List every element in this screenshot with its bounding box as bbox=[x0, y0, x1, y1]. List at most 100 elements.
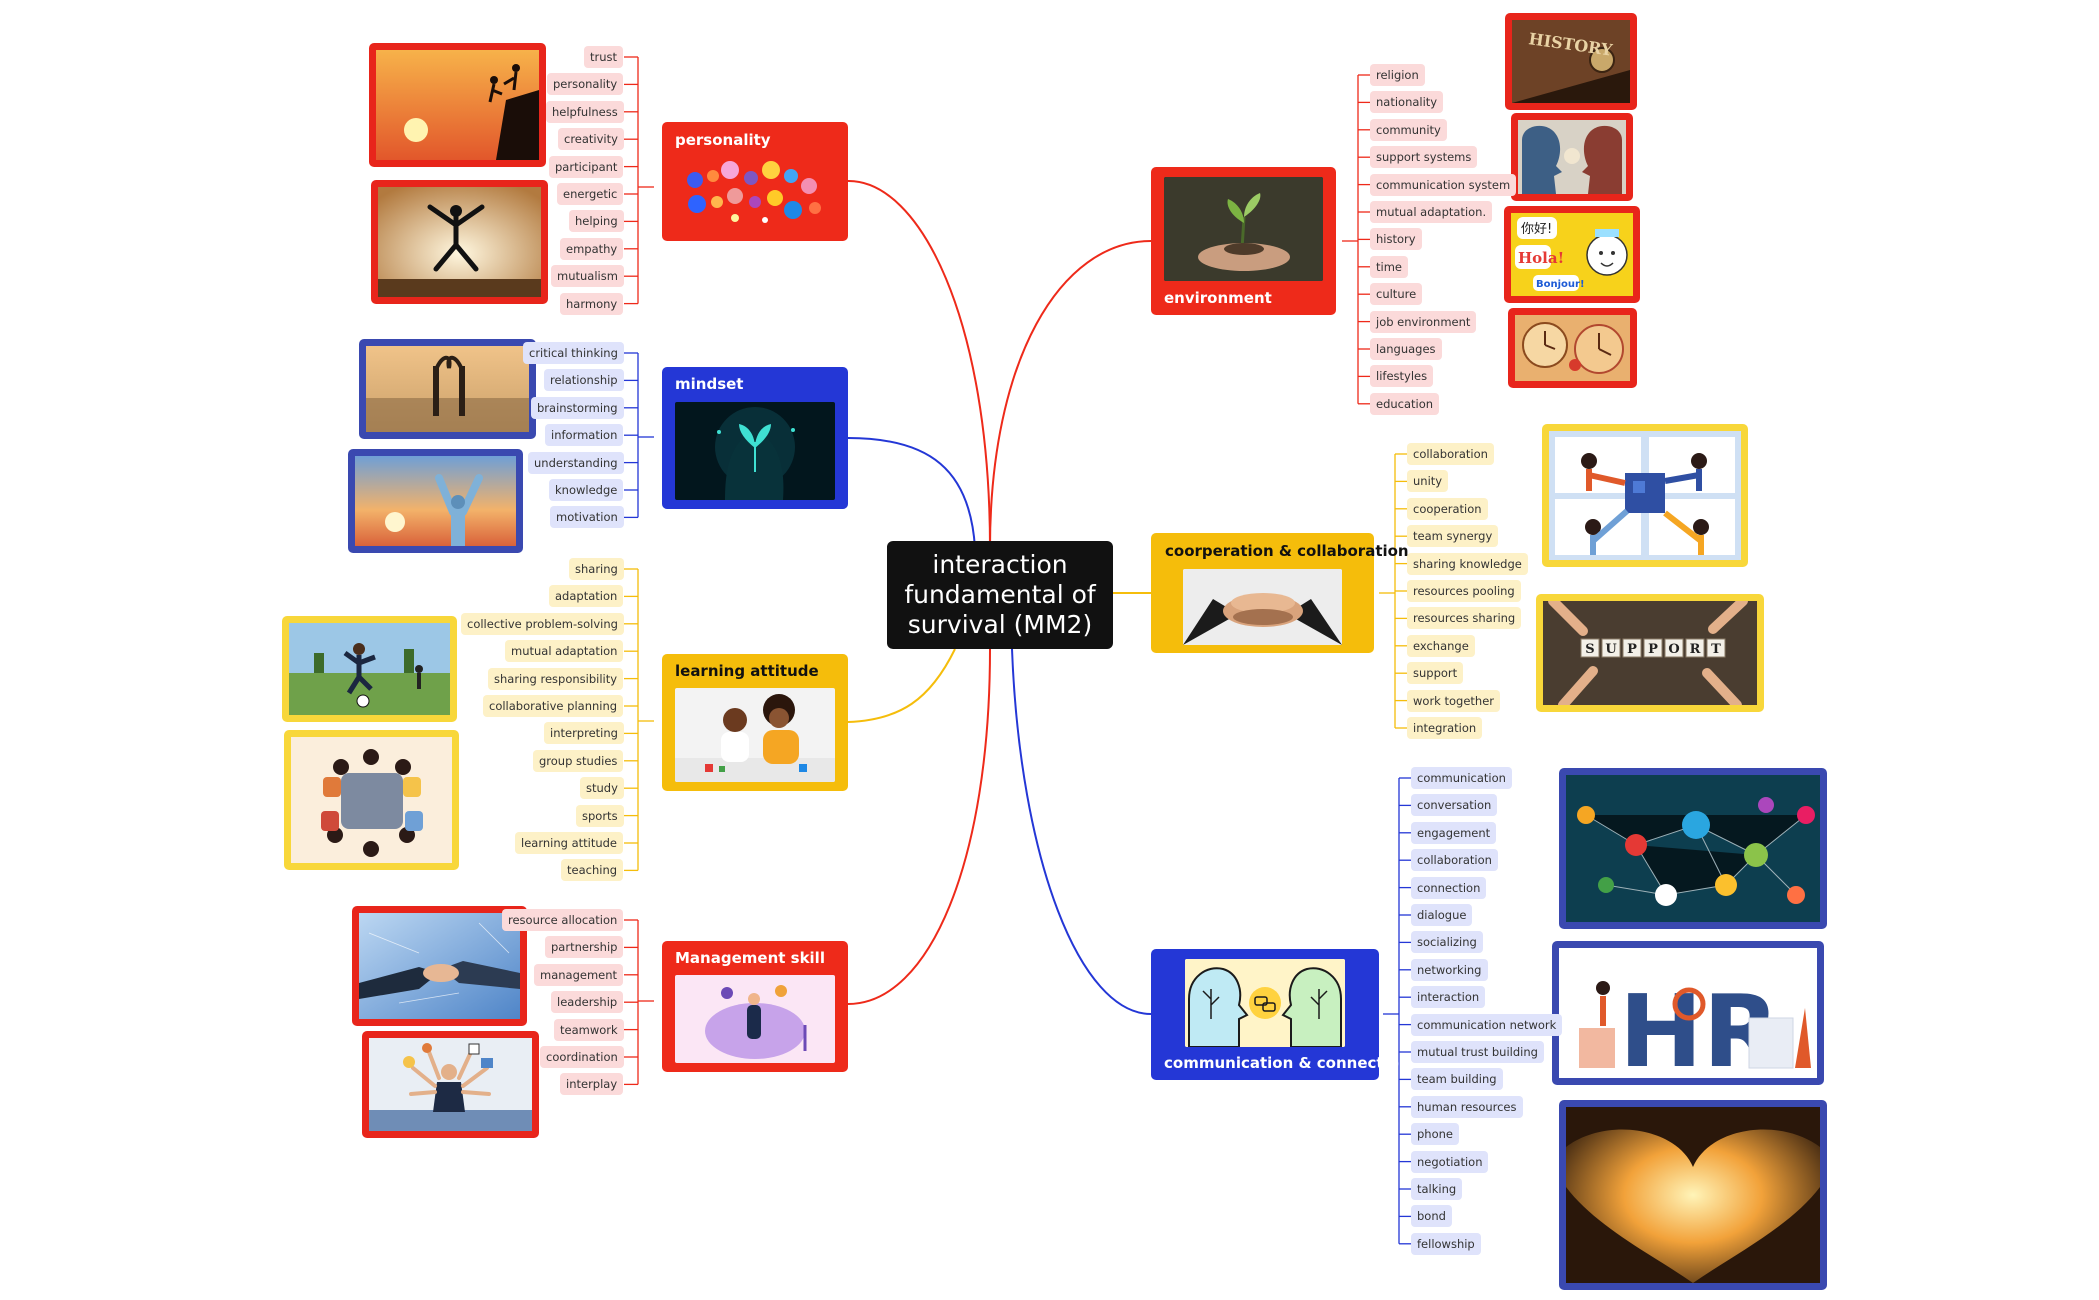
topic-pill-environment[interactable]: mutual adaptation. bbox=[1370, 201, 1493, 223]
topic-pill-communication[interactable]: mutual trust building bbox=[1411, 1041, 1544, 1063]
topic-pill-mindset[interactable]: information bbox=[545, 424, 624, 447]
topic-pill-personality[interactable]: mutualism bbox=[551, 265, 624, 288]
topic-pill-environment[interactable]: languages bbox=[1370, 338, 1442, 360]
topic-pill-communication[interactable]: human resources bbox=[1411, 1095, 1523, 1118]
topic-pill-communication[interactable]: collaboration bbox=[1411, 849, 1498, 872]
topic-pill-communication[interactable]: communication bbox=[1411, 767, 1512, 789]
topic-pill-cooperation[interactable]: integration bbox=[1407, 717, 1483, 739]
topic-pill-cooperation[interactable]: work together bbox=[1407, 689, 1501, 712]
topic-pill-environment[interactable]: history bbox=[1370, 228, 1422, 251]
letter-block bbox=[1580, 638, 1600, 658]
topic-pill-environment[interactable]: communication system bbox=[1370, 173, 1517, 196]
topic-pill-communication[interactable]: conversation bbox=[1411, 794, 1498, 817]
topic-pill-communication[interactable]: interaction bbox=[1411, 986, 1486, 1009]
photo-heart-hands-sunset bbox=[1559, 1100, 1827, 1290]
topic-pill-cooperation[interactable]: team synergy bbox=[1407, 525, 1499, 548]
branch-connector bbox=[847, 179, 991, 549]
topic-pill-communication[interactable]: communication network bbox=[1411, 1013, 1563, 1036]
topic-pill-personality[interactable]: trust bbox=[584, 46, 624, 68]
branch-environment[interactable]: environment bbox=[1151, 167, 1336, 315]
topic-pill-cooperation[interactable]: unity bbox=[1407, 470, 1449, 493]
topic-pill-personality[interactable]: helping bbox=[569, 210, 624, 233]
topic-pill-personality[interactable]: creativity bbox=[558, 128, 624, 151]
branch-cooperation-collaboration[interactable]: coorperation & collaboration bbox=[1151, 533, 1409, 653]
branch-personality[interactable]: personality bbox=[662, 122, 848, 241]
topic-pill-communication[interactable]: fellowship bbox=[1411, 1232, 1481, 1255]
topic-pill-environment[interactable]: nationality bbox=[1370, 91, 1444, 114]
topic-pill-environment[interactable]: community bbox=[1370, 118, 1447, 141]
topic-pill-environment[interactable]: religion bbox=[1370, 64, 1425, 86]
topic-pill-personality[interactable]: harmony bbox=[560, 292, 624, 315]
branch-title-learning-attitude: learning attitude bbox=[675, 662, 819, 680]
topic-pill-learning-attitude[interactable]: collective problem-solving bbox=[461, 612, 624, 635]
topic-pill-personality[interactable]: helpfulness bbox=[546, 100, 624, 123]
topic-pill-personality[interactable]: empathy bbox=[560, 237, 624, 260]
topic-pill-management-skill[interactable]: leadership bbox=[551, 991, 624, 1014]
topic-pill-communication[interactable]: phone bbox=[1411, 1123, 1459, 1146]
topic-pill-learning-attitude[interactable]: learning attitude bbox=[515, 832, 624, 854]
topic-pill-cooperation[interactable]: resources pooling bbox=[1407, 580, 1521, 602]
topic-pill-environment[interactable]: education bbox=[1370, 392, 1440, 415]
topic-pill-management-skill[interactable]: management bbox=[534, 963, 624, 986]
topic-pill-learning-attitude[interactable]: collaborative planning bbox=[483, 695, 624, 717]
branch-title-environment: environment bbox=[1164, 289, 1272, 307]
letter-block bbox=[1622, 638, 1642, 658]
topic-pill-personality[interactable]: energetic bbox=[557, 183, 624, 205]
topic-pill-communication[interactable]: dialogue bbox=[1411, 904, 1473, 926]
topic-pill-management-skill[interactable]: coordination bbox=[540, 1046, 624, 1068]
topic-pill-learning-attitude[interactable]: teaching bbox=[561, 859, 624, 882]
topic-pill-communication[interactable]: team building bbox=[1411, 1068, 1503, 1091]
topic-pill-mindset[interactable]: relationship bbox=[544, 369, 624, 392]
topic-pill-learning-attitude[interactable]: mutual adaptation bbox=[505, 640, 624, 663]
topic-pill-learning-attitude[interactable]: adaptation bbox=[549, 585, 624, 608]
topic-pill-learning-attitude[interactable]: sharing bbox=[569, 558, 624, 580]
branch-connector bbox=[1011, 648, 1152, 1015]
topic-pill-mindset[interactable]: knowledge bbox=[549, 479, 624, 501]
topic-pill-mindset[interactable]: critical thinking bbox=[523, 342, 624, 364]
topic-pill-learning-attitude[interactable]: sports bbox=[576, 804, 624, 827]
topic-pill-personality[interactable]: personality bbox=[547, 73, 624, 96]
topic-pill-environment[interactable]: job environment bbox=[1370, 310, 1477, 333]
topic-pill-communication[interactable]: negotiation bbox=[1411, 1150, 1489, 1173]
topic-pill-learning-attitude[interactable]: interpreting bbox=[544, 722, 624, 745]
topic-pill-mindset[interactable]: brainstorming bbox=[531, 396, 624, 419]
branch-learning-attitude[interactable]: learning attitude bbox=[662, 654, 848, 791]
branch-communication-connection[interactable]: communication & connection bbox=[1151, 949, 1410, 1080]
topic-pill-communication[interactable]: socializing bbox=[1411, 931, 1483, 954]
topic-pill-cooperation[interactable]: support bbox=[1407, 662, 1464, 685]
photo-social-network bbox=[1559, 768, 1827, 929]
topic-pill-personality[interactable]: participant bbox=[549, 155, 624, 178]
topic-pill-management-skill[interactable]: interplay bbox=[560, 1073, 624, 1096]
topic-pill-cooperation[interactable]: sharing knowledge bbox=[1407, 552, 1528, 575]
topic-pill-environment[interactable]: time bbox=[1370, 255, 1408, 278]
topic-pill-learning-attitude[interactable]: sharing responsibility bbox=[488, 667, 624, 690]
topic-pill-mindset[interactable]: motivation bbox=[550, 506, 624, 529]
topic-pill-environment[interactable]: support systems bbox=[1370, 146, 1478, 169]
personality-planets-image bbox=[675, 158, 835, 230]
topic-pill-cooperation[interactable]: cooperation bbox=[1407, 497, 1488, 520]
topic-pill-communication[interactable]: networking bbox=[1411, 958, 1488, 981]
branch-management-skill[interactable]: Management skill bbox=[662, 941, 848, 1072]
topic-pill-management-skill[interactable]: teamwork bbox=[554, 1018, 624, 1041]
topic-pill-management-skill[interactable]: resource allocation bbox=[502, 909, 624, 931]
topic-pill-communication[interactable]: connection bbox=[1411, 876, 1487, 899]
central-topic-line-2: fundamental of bbox=[904, 580, 1096, 609]
branch-connector bbox=[847, 648, 991, 1005]
topic-pill-mindset[interactable]: understanding bbox=[528, 451, 624, 474]
topic-pill-learning-attitude[interactable]: study bbox=[580, 777, 624, 800]
branch-title-cooperation: coorperation & collaboration bbox=[1165, 542, 1409, 560]
topic-pill-management-skill[interactable]: partnership bbox=[545, 936, 624, 959]
topic-pill-communication[interactable]: engagement bbox=[1411, 821, 1497, 844]
topic-pill-environment[interactable]: lifestyles bbox=[1370, 365, 1434, 388]
topic-pill-environment[interactable]: culture bbox=[1370, 283, 1423, 306]
central-topic[interactable]: interaction fundamental of survival (MM2… bbox=[887, 541, 1113, 649]
topic-pill-learning-attitude[interactable]: group studies bbox=[533, 749, 624, 772]
topic-pill-communication[interactable]: talking bbox=[1411, 1178, 1463, 1200]
topic-pill-cooperation[interactable]: collaboration bbox=[1407, 443, 1494, 465]
topic-pill-cooperation[interactable]: exchange bbox=[1407, 634, 1475, 657]
branch-mindset[interactable]: mindset bbox=[662, 367, 848, 509]
topic-pill-cooperation[interactable]: resources sharing bbox=[1407, 607, 1522, 630]
topic-pill-communication[interactable]: bond bbox=[1411, 1205, 1452, 1228]
